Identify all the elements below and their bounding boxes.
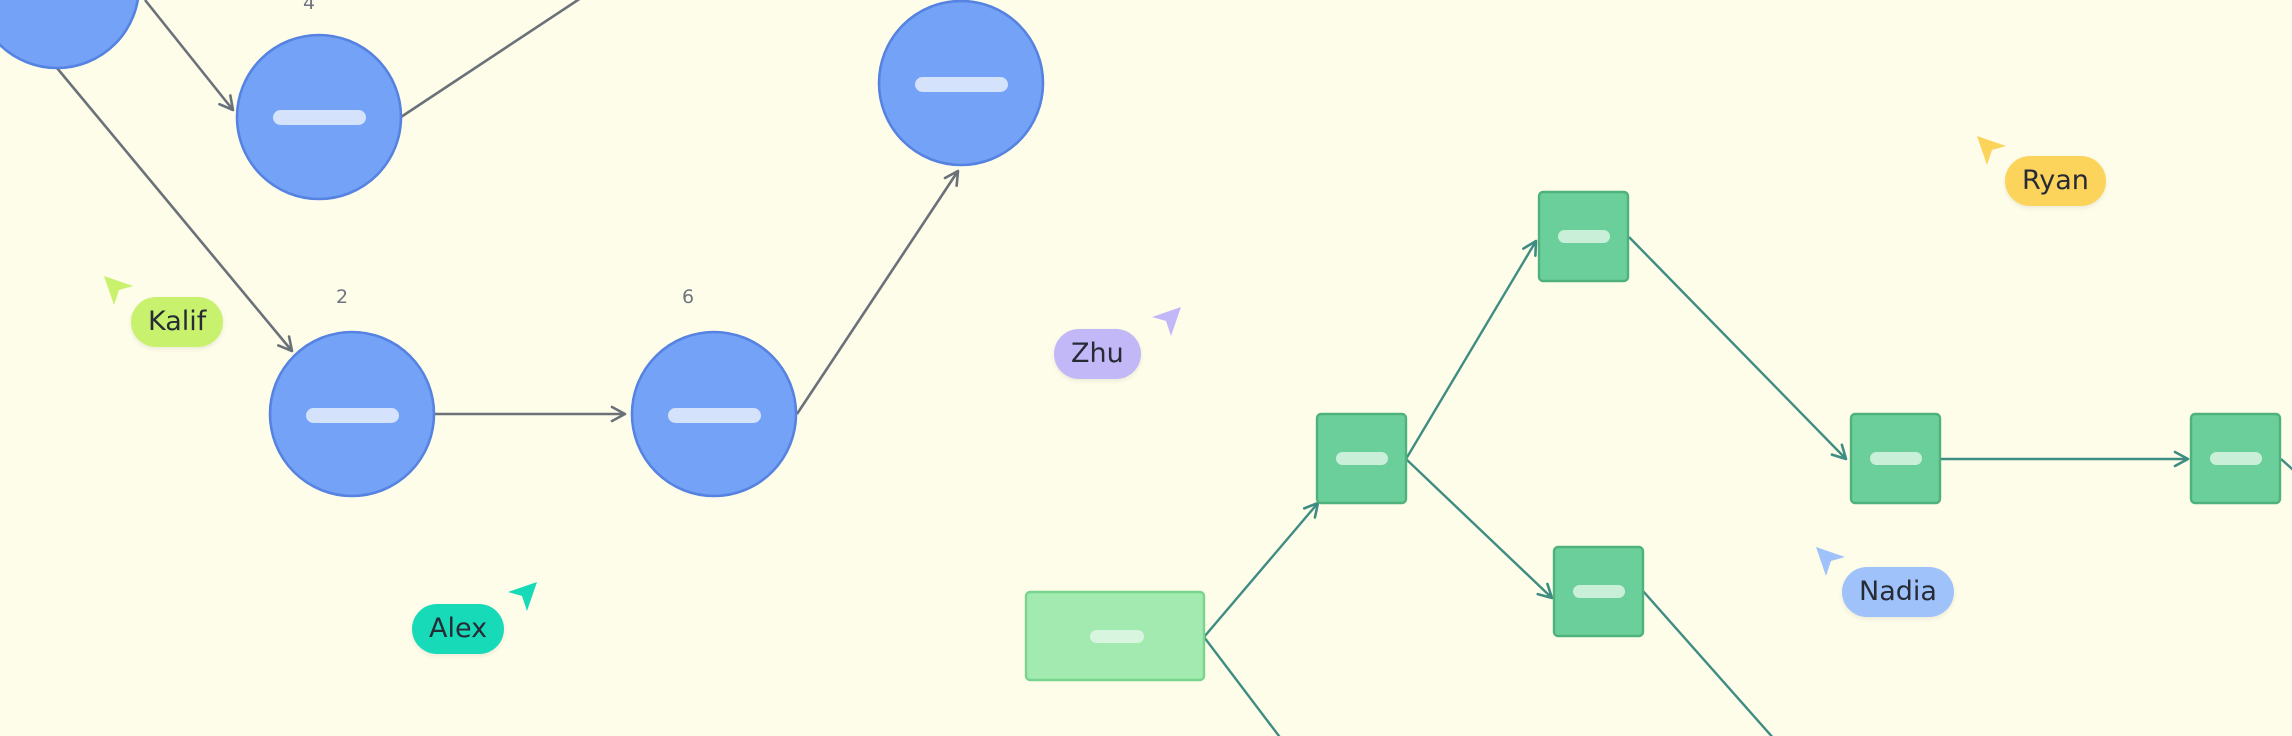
square-node-mid[interactable] <box>1552 545 1645 638</box>
edge-start-to-offscreen <box>1203 636 1281 736</box>
node-placeholder-bar <box>1870 452 1922 465</box>
cursor-kalif <box>100 272 136 314</box>
edge-square-a-to-square-mid <box>1405 458 1554 600</box>
cursor-alex <box>505 578 541 620</box>
circle-node-4[interactable] <box>235 33 403 201</box>
node-placeholder-bar <box>915 77 1008 92</box>
edge-square-mid-to-offscreen <box>1642 590 1774 736</box>
edge-node-6-to-top-node <box>795 169 960 415</box>
node-label-6: 6 <box>681 286 695 308</box>
edge-square-a-to-square-top <box>1404 239 1538 460</box>
blue-edges <box>55 0 960 423</box>
edge-top-left-to-node-4 <box>143 0 235 112</box>
start-node[interactable] <box>1024 590 1206 682</box>
cursor-ryan <box>1973 132 2009 174</box>
cursor-nadia <box>1812 543 1848 585</box>
cursor-arrow-icon <box>1816 547 1845 576</box>
node-placeholder-bar <box>273 110 366 125</box>
circle-node-6[interactable] <box>630 330 798 498</box>
edge-square-far-to-offscreen <box>2280 458 2292 471</box>
circle-node-2[interactable] <box>268 330 436 498</box>
edge-square-top-to-square-right <box>1628 236 1848 461</box>
square-nodes <box>1024 190 2282 682</box>
square-node-right[interactable] <box>1849 412 1942 505</box>
cursor-label-zhu: Zhu <box>1054 329 1141 379</box>
cursor-label-nadia: Nadia <box>1842 567 1954 617</box>
node-label-4: 4 <box>302 0 316 14</box>
node-placeholder-bar <box>1573 585 1625 598</box>
node-placeholder-bar <box>1090 630 1144 643</box>
green-edges <box>1203 236 2292 736</box>
node-label-2: 2 <box>335 286 349 308</box>
edge-node-4-to-offscreen <box>400 0 581 119</box>
cursor-arrow-icon <box>1152 307 1181 336</box>
node-placeholder-bar <box>1336 452 1388 465</box>
circle-nodes <box>0 0 1045 498</box>
cursor-label-kalif: Kalif <box>131 297 224 347</box>
cursor-zhu <box>1149 303 1185 345</box>
cursor-arrow-icon <box>104 276 133 305</box>
square-node-top[interactable] <box>1537 190 1630 283</box>
circle-node-top-right[interactable] <box>877 0 1045 167</box>
cursor-arrow-icon <box>1977 136 2006 165</box>
node-placeholder-bar <box>2210 452 2262 465</box>
edge-top-left-to-node-2 <box>55 67 294 353</box>
cursor-label-alex: Alex <box>412 604 505 654</box>
cursor-arrow-icon <box>508 582 537 611</box>
edge-start-to-square-a <box>1203 501 1320 638</box>
node-placeholder-bar <box>668 408 761 423</box>
square-node-far-right[interactable] <box>2189 412 2282 505</box>
node-placeholder-bar <box>1558 230 1610 243</box>
cursor-label-ryan: Ryan <box>2005 156 2106 206</box>
square-node-a[interactable] <box>1315 412 1408 505</box>
node-placeholder-bar <box>306 408 399 423</box>
circle-node-top-left[interactable] <box>0 0 140 70</box>
